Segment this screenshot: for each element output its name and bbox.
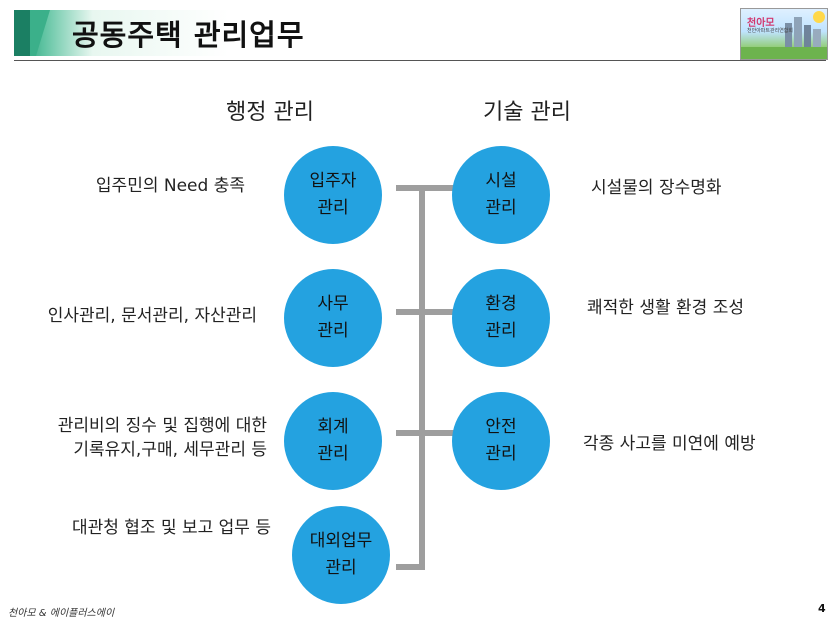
desc-environment-management: 쾌적한 생활 환경 조성 (587, 298, 744, 318)
circle-label-line1: 사무 (317, 294, 349, 314)
desc-resident-management: 입주민의 Need 충족 (95, 176, 245, 196)
desc-office-management: 인사관리, 문서관리, 자산관리 (47, 306, 257, 326)
page-number: 4 (818, 602, 826, 615)
circle-label-line2: 관리 (485, 321, 517, 341)
column-heading-tech: 기술 관리 (483, 100, 571, 125)
desc-external-affairs-management: 대관청 협조 및 보고 업무 등 (71, 518, 271, 538)
logo-subtitle: 천안아파트관리연합회 (747, 28, 794, 34)
desc-safety-management: 각종 사고를 미연에 예방 (583, 434, 756, 454)
circle-label-line2: 관리 (485, 198, 517, 218)
desc-accounting-management: 관리비의 징수 및 집행에 대한 기록유지,구매, 세무관리 등 (58, 414, 267, 462)
page-title: 공동주택 관리업무 (72, 18, 305, 52)
desc-line2: 기록유지,구매, 세무관리 등 (73, 440, 267, 460)
footer-credit: 천아모 & 에이플러스에이 (8, 608, 115, 619)
circle-label-line2: 관리 (317, 321, 349, 341)
circle-label-line1: 입주자 (309, 171, 357, 191)
connector-bracket (396, 185, 456, 570)
circle-label-line1: 회계 (317, 417, 349, 437)
desc-line1: 관리비의 징수 및 집행에 대한 (57, 416, 267, 436)
circle-label-line1: 안전 (485, 417, 517, 437)
circle-label-line1: 대외업무 (309, 531, 373, 551)
header-divider (14, 60, 826, 61)
desc-facility-management: 시설물의 장수명화 (591, 178, 722, 198)
circle-label-line1: 환경 (485, 294, 517, 314)
header-accent-shape (14, 10, 50, 56)
logo: 천아모 천안아파트관리연합회 (740, 8, 828, 60)
circle-label-line1: 시설 (485, 171, 517, 191)
circle-label-line2: 관리 (485, 444, 517, 464)
circle-label-line2: 관리 (317, 198, 349, 218)
circle-label-line2: 관리 (325, 558, 357, 578)
header-band (14, 10, 372, 56)
logo-name: 천아모 (747, 18, 775, 29)
column-heading-admin: 행정 관리 (226, 100, 314, 125)
logo-buildings-icon (741, 11, 827, 59)
circle-label-line2: 관리 (317, 444, 349, 464)
